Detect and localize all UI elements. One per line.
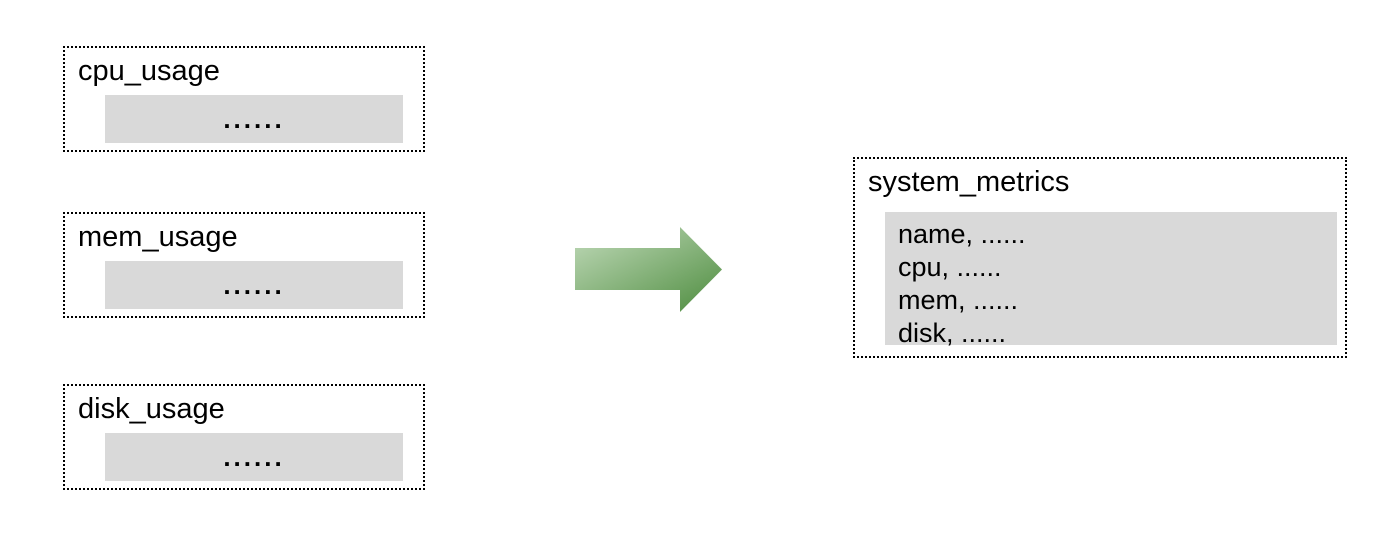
result-row: cpu, ...... <box>898 252 1002 282</box>
rows-placeholder: ...... <box>223 103 285 134</box>
rows-panel: ...... <box>105 95 403 143</box>
table-title: mem_usage <box>78 221 238 253</box>
table-box-system-metrics: system_metrics name, ...... cpu, ...... … <box>853 157 1347 358</box>
table-box-cpu-usage: cpu_usage ...... <box>63 46 425 152</box>
rows-panel: ...... <box>105 261 403 309</box>
result-rows: name, ...... cpu, ...... mem, ...... dis… <box>885 212 1337 350</box>
table-box-disk-usage: disk_usage ...... <box>63 384 425 490</box>
table-box-mem-usage: mem_usage ...... <box>63 212 425 318</box>
rows-placeholder: ...... <box>223 441 285 472</box>
rows-placeholder: ...... <box>223 269 285 300</box>
table-title: cpu_usage <box>78 55 220 87</box>
right-arrow-icon <box>575 227 722 312</box>
rows-panel: ...... <box>105 433 403 481</box>
merge-arrow-icon <box>575 227 722 312</box>
table-title: disk_usage <box>78 393 225 425</box>
table-title: system_metrics <box>868 166 1070 198</box>
result-row: disk, ...... <box>898 318 1007 348</box>
result-row: mem, ...... <box>898 285 1019 315</box>
result-row: name, ...... <box>898 219 1026 249</box>
rows-panel: name, ...... cpu, ...... mem, ...... dis… <box>885 212 1337 348</box>
